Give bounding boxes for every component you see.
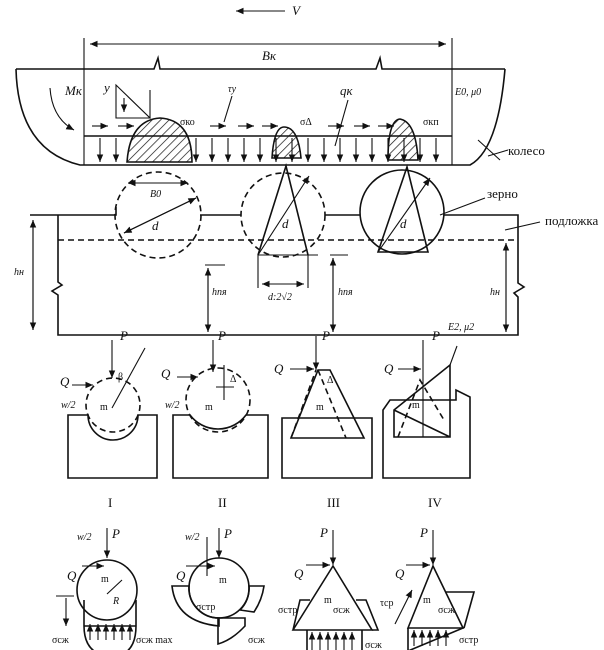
embed-height-label-1: hпя (212, 287, 227, 298)
grain-label: зерно (487, 186, 518, 201)
substrate-label: подложка (545, 213, 598, 228)
case1b-R: R (112, 596, 119, 607)
velocity-label: V (292, 3, 302, 18)
embed-height-label-2: hпя (338, 287, 353, 298)
case1-Q: Q (60, 374, 70, 389)
case3b-Q: Q (294, 566, 304, 581)
substrate-height-label: hн (14, 267, 24, 278)
case1-beta: β (118, 372, 123, 383)
grain2-diameter: d (282, 216, 289, 231)
numeral-I: I (108, 495, 112, 510)
sigma-kp-label: σкп (423, 117, 439, 128)
case3b-sigma-sj-bottom: σсж (365, 640, 382, 650)
case4b-m: m (423, 595, 431, 606)
case2b-P: P (223, 526, 232, 541)
sigma-ko-label: σко (180, 117, 195, 128)
numeral-II: II (218, 495, 227, 510)
case3b-sigma-sj: σсж (333, 605, 350, 616)
contact-width-label: B0 (150, 189, 161, 200)
case2-w2: w/2 (165, 400, 179, 411)
numeral-IV: IV (428, 495, 442, 510)
wheel-width-label: Bк (262, 48, 277, 63)
tau-label: τy (228, 84, 237, 95)
case3b-m: m (324, 595, 332, 606)
velocity-arrow: V (236, 3, 302, 18)
grain3-diameter: d (400, 216, 407, 231)
wheel-width-dimension: Bк (83, 38, 453, 165)
case2b-sigma-str: σстр (196, 602, 215, 613)
case4-P: P (431, 328, 440, 343)
wheel-body: Mк колесо E0, μ0 (15, 54, 545, 166)
case2b-Q: Q (176, 568, 186, 583)
case-II-stress-diagram: P w/2 Q m σстр σсж (171, 526, 265, 646)
case4b-Q: Q (395, 566, 405, 581)
case3-delta: Δ (327, 375, 334, 386)
case-III-schematic: P Q m Δ (274, 328, 373, 479)
moment-label: Mк (64, 83, 83, 98)
case4-Q: Q (384, 361, 394, 376)
case-IV-stress-diagram: P Q m τср σсж σстр (380, 525, 478, 650)
case1b-sigma-sj: σсж (52, 635, 69, 646)
case1b-P: P (111, 526, 120, 541)
case2-Q: Q (161, 366, 171, 381)
wheel-props-label: E0, μ0 (454, 87, 481, 98)
case2-P: P (217, 328, 226, 343)
grain1-diameter: d (152, 218, 159, 233)
case1-w2: w/2 (61, 400, 75, 411)
q-label: qк (340, 83, 354, 98)
grain-embedded-zones (126, 117, 419, 163)
case1b-m: m (101, 574, 109, 585)
case-I-stress-diagram: P w/2 Q m R σсж σсж max (52, 526, 172, 650)
case1-P: P (119, 328, 128, 343)
case1b-w2: w/2 (77, 532, 91, 543)
case2b-sigma-sj: σсж (248, 635, 265, 646)
case2b-m: m (219, 575, 227, 586)
sigma-delta-label: σΔ (300, 117, 312, 128)
y-label: y (102, 80, 110, 95)
case3-Q: Q (274, 361, 284, 376)
case3b-sigma-str: σстр (278, 605, 297, 616)
case2-delta: Δ (230, 374, 237, 385)
substrate-props-label: E2, μ2 (447, 322, 474, 333)
substrate: подложка hн hпя hпя hн E2, μ2 (14, 207, 598, 336)
substrate-height-label-2: hн (490, 287, 500, 298)
case1b-Q: Q (67, 568, 77, 583)
case4b-sigma-sj: σсж (438, 605, 455, 616)
case4b-tau-sr: τср (380, 598, 393, 609)
case3-m: m (316, 402, 324, 413)
wheel-label: колесо (508, 143, 545, 158)
case2b-w2: w/2 (185, 532, 199, 543)
case4b-P: P (419, 525, 428, 540)
case1b-sigma-sj-max: σсж max (136, 635, 172, 646)
case3-P: P (321, 328, 330, 343)
case4b-sigma-str: σстр (459, 635, 478, 646)
case2-m: m (205, 402, 213, 413)
case-numerals: I II III IV (108, 495, 442, 510)
numeral-III: III (327, 495, 340, 510)
case3b-P: P (319, 525, 328, 540)
case-IV-schematic: P Q m (382, 328, 471, 479)
case-III-stress-diagram: P Q m σстр σсж σсж (278, 525, 382, 650)
case-I-schematic: P Q m w/2 β (60, 328, 158, 479)
triangle-base-label: d:2√2 (268, 292, 292, 303)
case1-m: m (100, 402, 108, 413)
case4-m: m (412, 400, 420, 411)
case-II-schematic: P Q m w/2 Δ (161, 328, 269, 479)
grains: B0 d d:2√2 d d зерно (114, 163, 518, 303)
